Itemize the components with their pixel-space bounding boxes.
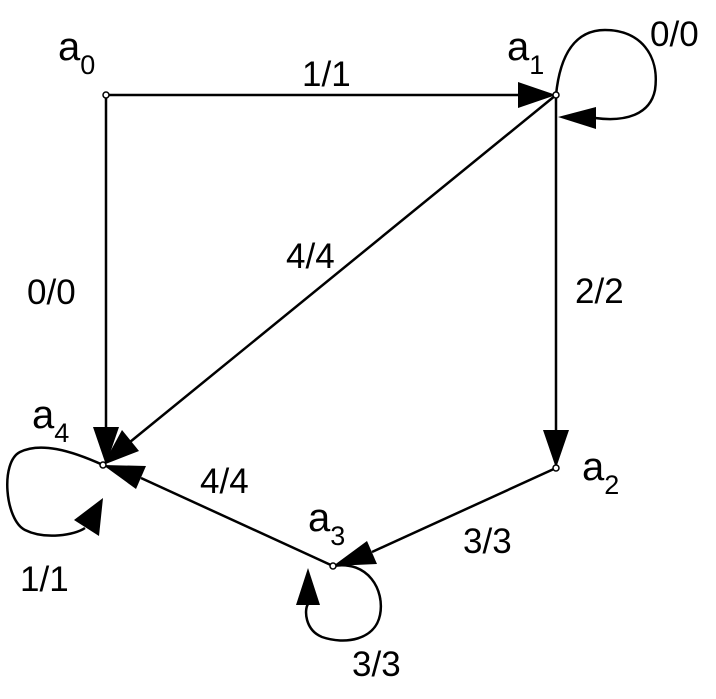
edge-a1-a2 bbox=[543, 95, 569, 468]
node-a4-dot bbox=[99, 461, 107, 469]
node-a1-dot bbox=[552, 91, 560, 99]
edge-label-a3-loop: 3/3 bbox=[352, 645, 401, 684]
node-a2-dot bbox=[552, 464, 560, 472]
node-a4-label: a4 bbox=[32, 393, 69, 448]
node-a0-label: a0 bbox=[58, 25, 95, 80]
edge-label-a0-a1: 1/1 bbox=[302, 55, 351, 94]
edge-label-a4-loop: 1/1 bbox=[20, 560, 69, 599]
edge-label-a3-a4: 4/4 bbox=[200, 462, 249, 501]
node-a3-dot bbox=[329, 562, 337, 570]
edge-label-a1-loop: 0/0 bbox=[650, 15, 699, 54]
node-a3-label: a3 bbox=[308, 496, 345, 551]
edge-a1-a1-loop bbox=[554, 28, 657, 129]
edge-label-a1-a2: 2/2 bbox=[575, 272, 624, 311]
edge-a0-a4 bbox=[93, 95, 119, 465]
edge-a3-a4 bbox=[103, 465, 334, 568]
edge-a1-a4 bbox=[103, 94, 557, 465]
edge-a3-a3-loop bbox=[296, 563, 383, 642]
node-a0-dot bbox=[102, 91, 110, 99]
node-a1-label: a1 bbox=[507, 25, 544, 80]
edge-label-a1-a4: 4/4 bbox=[286, 237, 335, 276]
edge-a4-a4-loop bbox=[6, 446, 104, 537]
edge-label-a0-a4: 0/0 bbox=[27, 273, 76, 312]
edge-a0-a1 bbox=[106, 82, 556, 108]
edge-a2-a3 bbox=[333, 466, 557, 566]
edge-label-a2-a3: 3/3 bbox=[463, 522, 512, 561]
node-a2-label: a2 bbox=[582, 445, 619, 500]
